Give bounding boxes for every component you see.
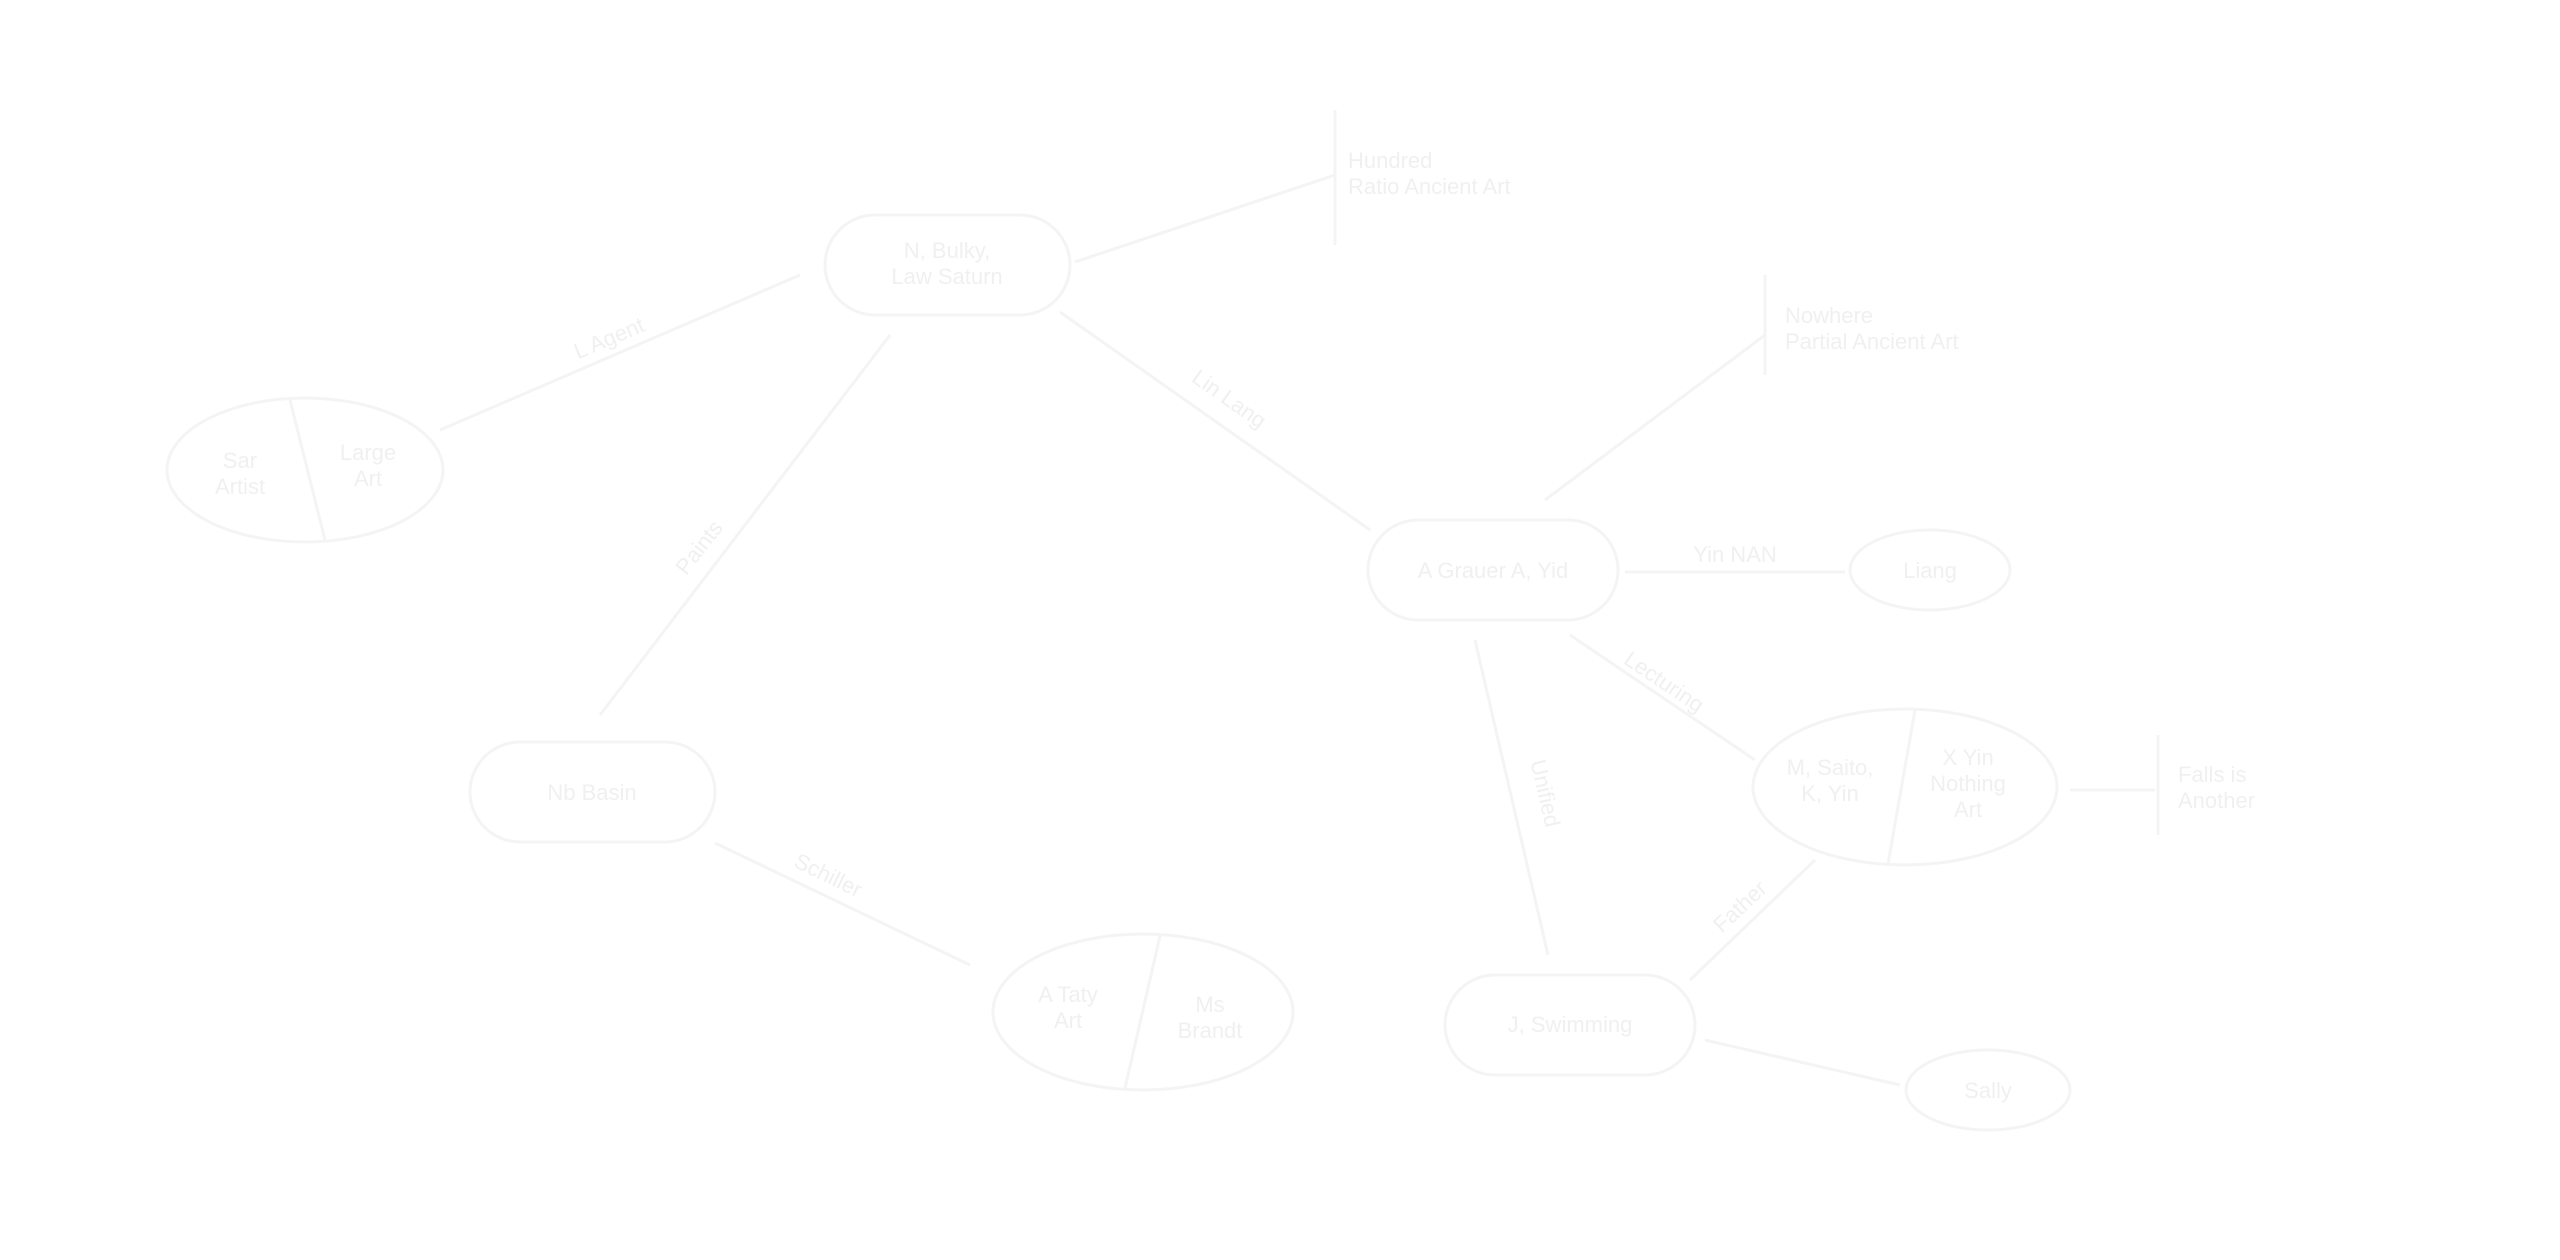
edge-label-center-to-bottom-center: Unified xyxy=(1525,757,1565,829)
node-center-label: A Grauer A, Yid xyxy=(1418,558,1568,583)
edge-center-to-note-mid xyxy=(1544,333,1766,502)
node-bottom-center xyxy=(1443,973,1697,1077)
node-small-right-1-label: Liang xyxy=(1903,558,1957,583)
edge-label-middle-left-to-bottom: Schiller xyxy=(790,848,866,902)
edge-center-to-right-ellipse xyxy=(1569,633,1756,762)
edge-label-top-to-middle-left: Paints xyxy=(670,516,727,580)
edge-label-center-to-small-right: Yin NAN xyxy=(1693,542,1777,567)
edge-top-to-middle-left xyxy=(598,334,892,716)
edge-top-to-center xyxy=(1059,310,1371,532)
edge-label-right-ellipse-to-bottom-center: Father xyxy=(1708,876,1772,938)
note-bars xyxy=(1333,110,2160,835)
node-bottom-center-label: J, Swimming xyxy=(1508,1012,1633,1037)
node-right-ellipse-left-label: M, Saito,K, Yin xyxy=(1787,755,1874,806)
node-small-right-2 xyxy=(1904,1048,2072,1132)
edge-top-to-note-top xyxy=(1074,173,1336,264)
edges xyxy=(439,173,2155,1087)
node-small-right-2-label: Sally xyxy=(1964,1078,2012,1103)
edge-left-to-top xyxy=(439,273,801,432)
edge-right-ellipse-to-bottom-center xyxy=(1688,858,1817,982)
edge-bottom-center-to-small-right xyxy=(1704,1038,1901,1087)
node-bottom-ellipse-divider xyxy=(1123,935,1162,1089)
node-right-ellipse-divider xyxy=(1886,709,1917,865)
node-middle-left-label: Nb Basin xyxy=(547,780,636,805)
node-center xyxy=(1366,518,1620,622)
edge-middle-left-to-bottom xyxy=(714,841,971,967)
node-right-ellipse xyxy=(1751,707,2059,867)
edge-labels: L Agent Lin Lang Paints Schiller Yin NAN… xyxy=(570,312,1777,937)
edge-label-center-to-right-ellipse: Lecturing xyxy=(1620,646,1709,717)
node-middle-left xyxy=(468,740,717,844)
node-left-ellipse-divider xyxy=(288,399,327,541)
edge-center-to-bottom-center xyxy=(1473,639,1550,956)
node-small-right-1 xyxy=(1848,528,2012,612)
edge-label-top-to-center: Lin Lang xyxy=(1188,364,1271,433)
node-top-label: N, Bulky,Law Saturn xyxy=(891,238,1002,289)
node-top xyxy=(823,213,1072,317)
node-left-ellipse xyxy=(165,396,445,544)
